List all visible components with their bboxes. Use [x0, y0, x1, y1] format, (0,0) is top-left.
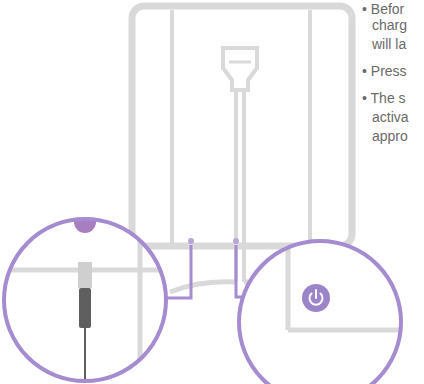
zoom-circle [239, 241, 401, 384]
zoom-circle-outline [4, 219, 166, 381]
instruction-text: charg [372, 17, 407, 34]
instruction-text: • Press [362, 63, 407, 80]
instruction-text: appro [372, 128, 408, 145]
instruction-text: • The s [362, 90, 406, 107]
button-dot [233, 238, 239, 244]
port-detail [0, 211, 170, 384]
instruction-text: will la [372, 36, 406, 53]
instruction-text: • Befor [362, 1, 404, 18]
instruction-text: activa [372, 109, 409, 126]
zoom-circle-outline [239, 241, 401, 384]
leader-line [166, 245, 191, 298]
port-dot [188, 238, 194, 244]
